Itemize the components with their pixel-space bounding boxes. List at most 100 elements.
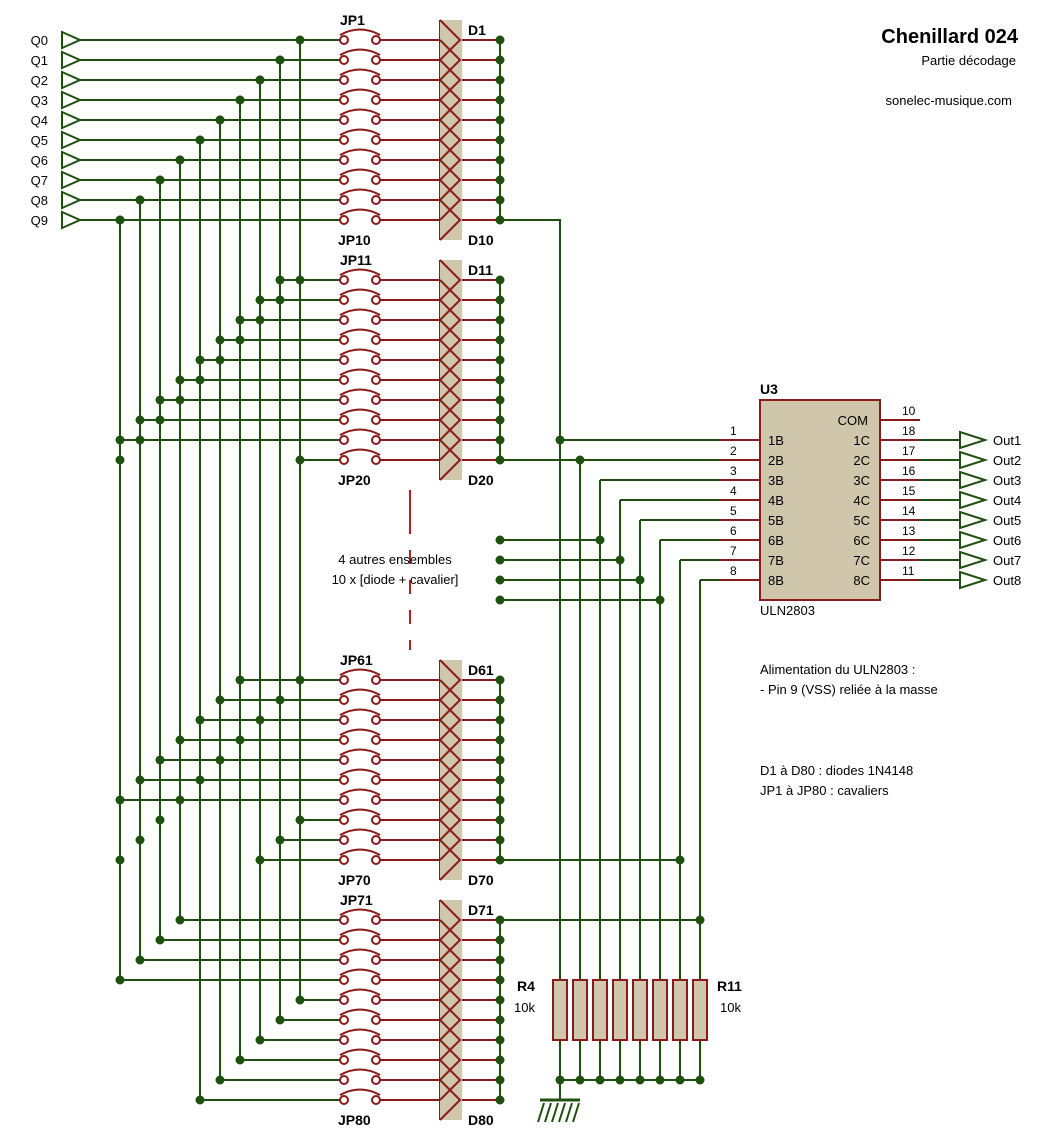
labels-layer: Chenillard 024 Partie décodage sonelec-m… <box>31 12 1022 1128</box>
junction-dot <box>135 435 145 445</box>
junction-dot <box>555 1075 565 1085</box>
resistor-right-ref: R11 <box>717 978 742 994</box>
jumper-cap <box>339 788 381 796</box>
ic-pin-name: 5C <box>853 513 870 528</box>
jumper-cap <box>339 208 381 216</box>
jumper-cap <box>339 928 381 936</box>
junction-dot <box>115 215 125 225</box>
jumper-pin <box>371 995 381 1005</box>
jumper-pin <box>339 1035 349 1045</box>
junction-dot <box>495 75 505 85</box>
jumper-pin <box>339 935 349 945</box>
wires-layer <box>80 20 960 1120</box>
junction-dot <box>235 315 245 325</box>
jumper-pin <box>339 195 349 205</box>
ic-pin-number: 7 <box>730 544 737 558</box>
junction-dot <box>235 735 245 745</box>
diode-icon <box>439 899 462 941</box>
output-label: Out7 <box>993 553 1021 568</box>
junction-dot <box>135 775 145 785</box>
resistor-body <box>612 979 628 1041</box>
junction-dot <box>235 675 245 685</box>
website: sonelec-musique.com <box>886 93 1012 108</box>
jumper-cap <box>339 28 381 36</box>
ic-pin-name: 7B <box>768 553 784 568</box>
title: Chenillard 024 <box>881 26 1019 48</box>
ic-pin-name: 8B <box>768 573 784 588</box>
diode-icon <box>439 1059 462 1101</box>
input-label-q3: Q3 <box>31 93 48 108</box>
junction-dot <box>675 1075 685 1085</box>
junction-dot <box>115 975 125 985</box>
jumper-pin <box>371 1035 381 1045</box>
diode-icon <box>439 259 462 301</box>
junction-dot <box>495 455 505 465</box>
jumper-pin <box>371 775 381 785</box>
junction-dot <box>495 275 505 285</box>
junction-dot <box>195 775 205 785</box>
junction-dot <box>275 55 285 65</box>
ground-hatch <box>551 1102 559 1123</box>
junction-dot <box>495 375 505 385</box>
jumper-pin <box>371 355 381 365</box>
junction-dot <box>215 755 225 765</box>
jumper-pin <box>371 1075 381 1085</box>
junction-dot <box>495 415 505 425</box>
diode-icon <box>439 359 462 401</box>
output-port-icon <box>959 510 989 530</box>
ground-hatch <box>537 1102 545 1123</box>
junction-dot <box>255 715 265 725</box>
output-port-icon <box>959 490 989 510</box>
jumper-cap <box>339 448 381 456</box>
junction-dot <box>655 595 665 605</box>
jumper-cap <box>339 728 381 736</box>
input-port-icon <box>61 50 83 70</box>
input-port-icon <box>61 90 83 110</box>
junction-dot <box>155 175 165 185</box>
diode-icon <box>439 959 462 1001</box>
diodes-note: D1 à D80 : diodes 1N4148 <box>760 763 913 778</box>
jumper-cap <box>339 908 381 916</box>
junction-dot <box>495 1055 505 1065</box>
junction-dot <box>235 95 245 105</box>
resistor-body <box>572 979 588 1041</box>
jumper-cap <box>339 388 381 396</box>
junction-dot <box>175 915 185 925</box>
jumper-label-top: JP11 <box>340 252 372 268</box>
diode-icon <box>439 159 462 201</box>
diode-icon <box>439 1079 462 1121</box>
diode-icon <box>439 179 462 221</box>
jumper-pin <box>339 1015 349 1025</box>
jumper-pin <box>339 215 349 225</box>
ic-pin-name: 4C <box>853 493 870 508</box>
input-port-icon <box>61 110 83 130</box>
junction-dot <box>275 695 285 705</box>
junction-dot <box>115 855 125 865</box>
junction-dot <box>495 95 505 105</box>
input-label-q7: Q7 <box>31 173 48 188</box>
junction-dot <box>155 415 165 425</box>
middle-note-line1: 4 autres ensembles <box>338 552 452 567</box>
input-label-q9: Q9 <box>31 213 48 228</box>
diode-icon <box>439 999 462 1041</box>
jumper-cap <box>339 1088 381 1096</box>
ic-pin-name: 7C <box>853 553 870 568</box>
ic-pin-number: 12 <box>902 544 916 558</box>
junction-dot <box>195 1095 205 1105</box>
resistor-right-value: 10k <box>720 1000 741 1015</box>
ground-hatch <box>544 1102 552 1123</box>
jumper-pin <box>339 975 349 985</box>
net-1B <box>500 219 720 441</box>
diode-icon <box>439 699 462 741</box>
junction-dot <box>495 1075 505 1085</box>
junction-dot <box>175 795 185 805</box>
jumper-pin <box>339 155 349 165</box>
diode-icon <box>439 379 462 421</box>
junction-dot <box>675 855 685 865</box>
jumper-cap <box>339 328 381 336</box>
jumper-pin <box>339 1095 349 1105</box>
junction-dot <box>495 915 505 925</box>
junction-dot <box>215 115 225 125</box>
diode-icon <box>439 739 462 781</box>
diode-label-bottom: D80 <box>468 1112 494 1128</box>
